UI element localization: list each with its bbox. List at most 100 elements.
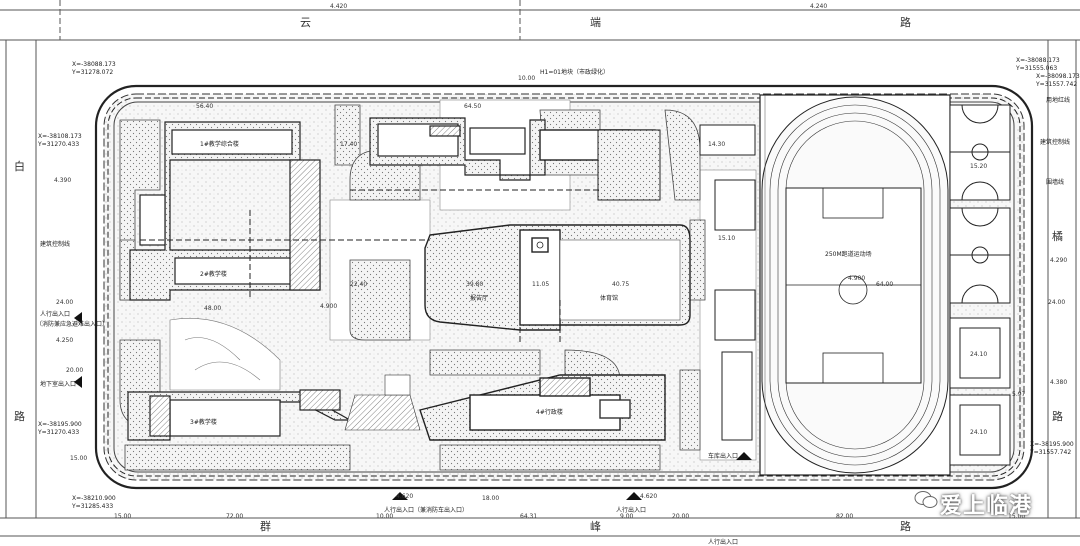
coord-bl-y: Y=31270.433	[37, 429, 79, 436]
label-hall: 报告厅	[470, 294, 488, 302]
label-entry-bottom: 人行出入口	[708, 538, 738, 546]
dim-19: 4.620	[396, 493, 413, 500]
dim-1: 4.420	[330, 3, 347, 10]
coord-tl-x: X=-38088.173	[72, 61, 116, 68]
dim-23: 18.00	[482, 495, 499, 502]
dim-37: 24.10	[970, 351, 987, 358]
coord-bl2-y: Y=31285.433	[71, 503, 113, 510]
dim-28: 39.80	[466, 281, 483, 288]
road-name-north-1: 云	[300, 16, 311, 29]
dim-24: 4.380	[1050, 379, 1067, 386]
dim-14: 15.00	[1008, 513, 1025, 520]
label-admin: 4#行政楼	[536, 408, 563, 416]
label-entry-south-2: 人行出入口	[616, 506, 646, 514]
label-underground: 地下室出入口	[40, 380, 76, 388]
road-name-east-2: 路	[1052, 410, 1063, 423]
dim-16: 24.00	[1048, 299, 1065, 306]
dim-10: 64.31	[520, 513, 537, 520]
dim-4: 56.40	[196, 103, 213, 110]
dim-25: 64.00	[876, 281, 893, 288]
dim-18: 4.290	[1050, 257, 1067, 264]
label-car: 车库出入口	[708, 452, 738, 460]
coord-bl2-x: X=-38210.900	[72, 495, 116, 502]
dim-29: 22.40	[350, 281, 367, 288]
dim-33: 20.00	[66, 367, 83, 374]
dim-15: 24.00	[56, 299, 73, 306]
road-name-west-2: 路	[14, 410, 25, 423]
dimension-labels: 4.420 4.240 10.00 56.40 64.50 17.40 15.0…	[54, 3, 1067, 520]
dim-3: 10.00	[518, 75, 535, 82]
control-lines	[107, 97, 1021, 477]
building-5-admin	[419, 374, 666, 441]
coord-bl-x: X=-38195.900	[38, 421, 82, 428]
label-building-1: 1#教学综合楼	[200, 140, 239, 148]
ancillary-buildings	[597, 124, 756, 441]
wechat-icon	[914, 491, 938, 508]
coord-tr2-y: Y=31557.742	[1035, 81, 1077, 88]
coord-tl2-y: Y=31270.433	[37, 141, 79, 148]
label-track: 250M跑道运动场	[825, 250, 872, 258]
building-4	[127, 389, 353, 441]
sports-field	[759, 94, 951, 476]
coord-tr-x: X=-38088.173	[1016, 57, 1060, 64]
label-green: H1=01地块（市政绿化）	[540, 68, 609, 76]
annotation-labels: H1=01地块（市政绿化） 250M跑道运动场 4#行政楼 用地红线 建筑控制线…	[36, 68, 1070, 546]
dim-27: 40.75	[612, 281, 629, 288]
road-names: 云 端 路 群 峰 路 白 路 橘 路	[14, 16, 1063, 533]
dim-39: 14.30	[708, 141, 725, 148]
dim-26: 11.05	[532, 281, 549, 288]
label-entry-south-1: 人行出入口（兼消防车出入口）	[384, 506, 468, 514]
building-2	[369, 117, 546, 181]
dim-12: 20.00	[672, 513, 689, 520]
dim-11: 9.00	[620, 513, 634, 520]
dim-38: 24.10	[970, 429, 987, 436]
dim-30: 48.00	[204, 305, 221, 312]
dim-7: 15.00	[114, 513, 131, 520]
dim-21: 4.900	[848, 275, 865, 282]
building-1	[129, 121, 321, 301]
road-name-north-3: 路	[900, 16, 911, 29]
main-entrance-steps	[344, 374, 421, 431]
label-building-3: 3#教学楼	[190, 418, 217, 426]
coord-tr2-x: X=-38098.173	[1036, 73, 1080, 80]
dim-34: 4.900	[320, 303, 337, 310]
watermark: 爱上临港	[914, 484, 1074, 520]
coordinate-labels: X=-38088.173 Y=31278.072 X=-38108.173 Y=…	[37, 57, 1080, 510]
label-entry-west: 人行出入口	[40, 310, 70, 318]
label-wall: 围墙线	[1046, 178, 1064, 186]
dim-31: 5.97	[1012, 391, 1026, 398]
dim-17: 4.390	[54, 177, 71, 184]
coord-tr-y: Y=31555.063	[1015, 65, 1057, 72]
coord-br-y: Y=31557.742	[1029, 449, 1071, 456]
watermark-text: 爱上临港	[940, 494, 1033, 519]
dim-36: 15.20	[970, 163, 987, 170]
dim-5: 64.50	[464, 103, 481, 110]
label-controlline: 建筑控制线	[1040, 138, 1070, 146]
road-name-south-1: 群	[260, 519, 271, 533]
label-fire-west: （消防兼应急避难出入口）	[36, 320, 108, 328]
label-building-2: 2#教学楼	[200, 270, 227, 278]
dim-22: 15.00	[70, 455, 87, 462]
dim-35: 15.10	[718, 235, 735, 242]
entrance-markers	[74, 312, 752, 500]
dim-9: 10.00	[376, 513, 393, 520]
road-name-north-2: 端	[590, 16, 601, 29]
label-redline: 用地红线	[1046, 96, 1070, 104]
road-name-south-3: 路	[900, 520, 911, 533]
dim-6: 17.40	[340, 141, 357, 148]
road-name-west-1: 白	[14, 159, 25, 173]
label-gym: 体育馆	[600, 294, 618, 302]
dim-32: 4.250	[56, 337, 73, 344]
basketball-courts	[949, 104, 1011, 466]
dim-2: 4.240	[810, 3, 827, 10]
dim-13: 82.00	[836, 513, 853, 520]
dim-20: 4.620	[640, 493, 657, 500]
coord-br-x: X=-38195.900	[1030, 441, 1074, 448]
road-name-east-1: 橘	[1052, 230, 1063, 243]
coord-tl-y: Y=31278.072	[71, 69, 113, 76]
label-buildline: 建筑控制线	[40, 240, 70, 248]
dim-8: 72.00	[226, 513, 243, 520]
coord-tl2-x: X=-38108.173	[38, 133, 82, 140]
